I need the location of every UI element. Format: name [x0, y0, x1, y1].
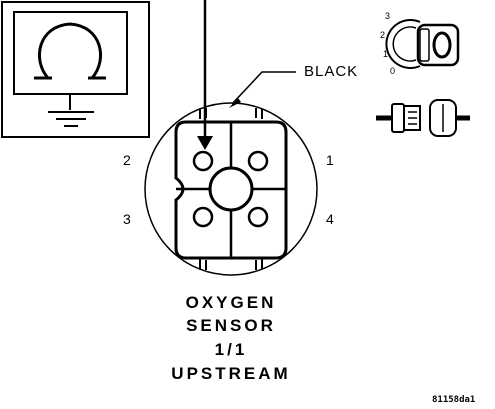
probe-lead [197, 0, 213, 150]
pin-label-1: 1 [326, 152, 334, 168]
pin-label-4: 4 [326, 211, 334, 227]
title-line-4: UPSTREAM [171, 364, 290, 383]
terminal-4 [247, 206, 269, 228]
ignition-position-0: 0 [390, 66, 395, 76]
terminal-2 [192, 150, 214, 172]
black-wire-label: BLACK [304, 63, 358, 80]
ignition-key-off-icon: 3 2 1 0 [380, 11, 460, 76]
ignition-position-1: 1 [383, 49, 388, 59]
connector-face [144, 102, 318, 276]
ignition-position-2: 2 [380, 30, 385, 40]
connector-title: OXYGEN SENSOR 1/1 UPSTREAM [171, 293, 290, 383]
pin-label-3: 3 [123, 211, 131, 227]
title-line-1: OXYGEN [186, 293, 277, 312]
ohmmeter-icon [1, 1, 150, 138]
pin-label-2: 2 [123, 152, 131, 168]
title-line-2: SENSOR [186, 316, 276, 335]
black-wire-leader [229, 71, 296, 108]
title-line-3: 1/1 [215, 340, 248, 359]
disconnected-connector-icon [376, 99, 470, 137]
figure-code: 81158da1 [432, 395, 475, 405]
ignition-position-3: 3 [385, 11, 390, 21]
terminal-3 [192, 206, 214, 228]
terminal-1 [247, 150, 269, 172]
